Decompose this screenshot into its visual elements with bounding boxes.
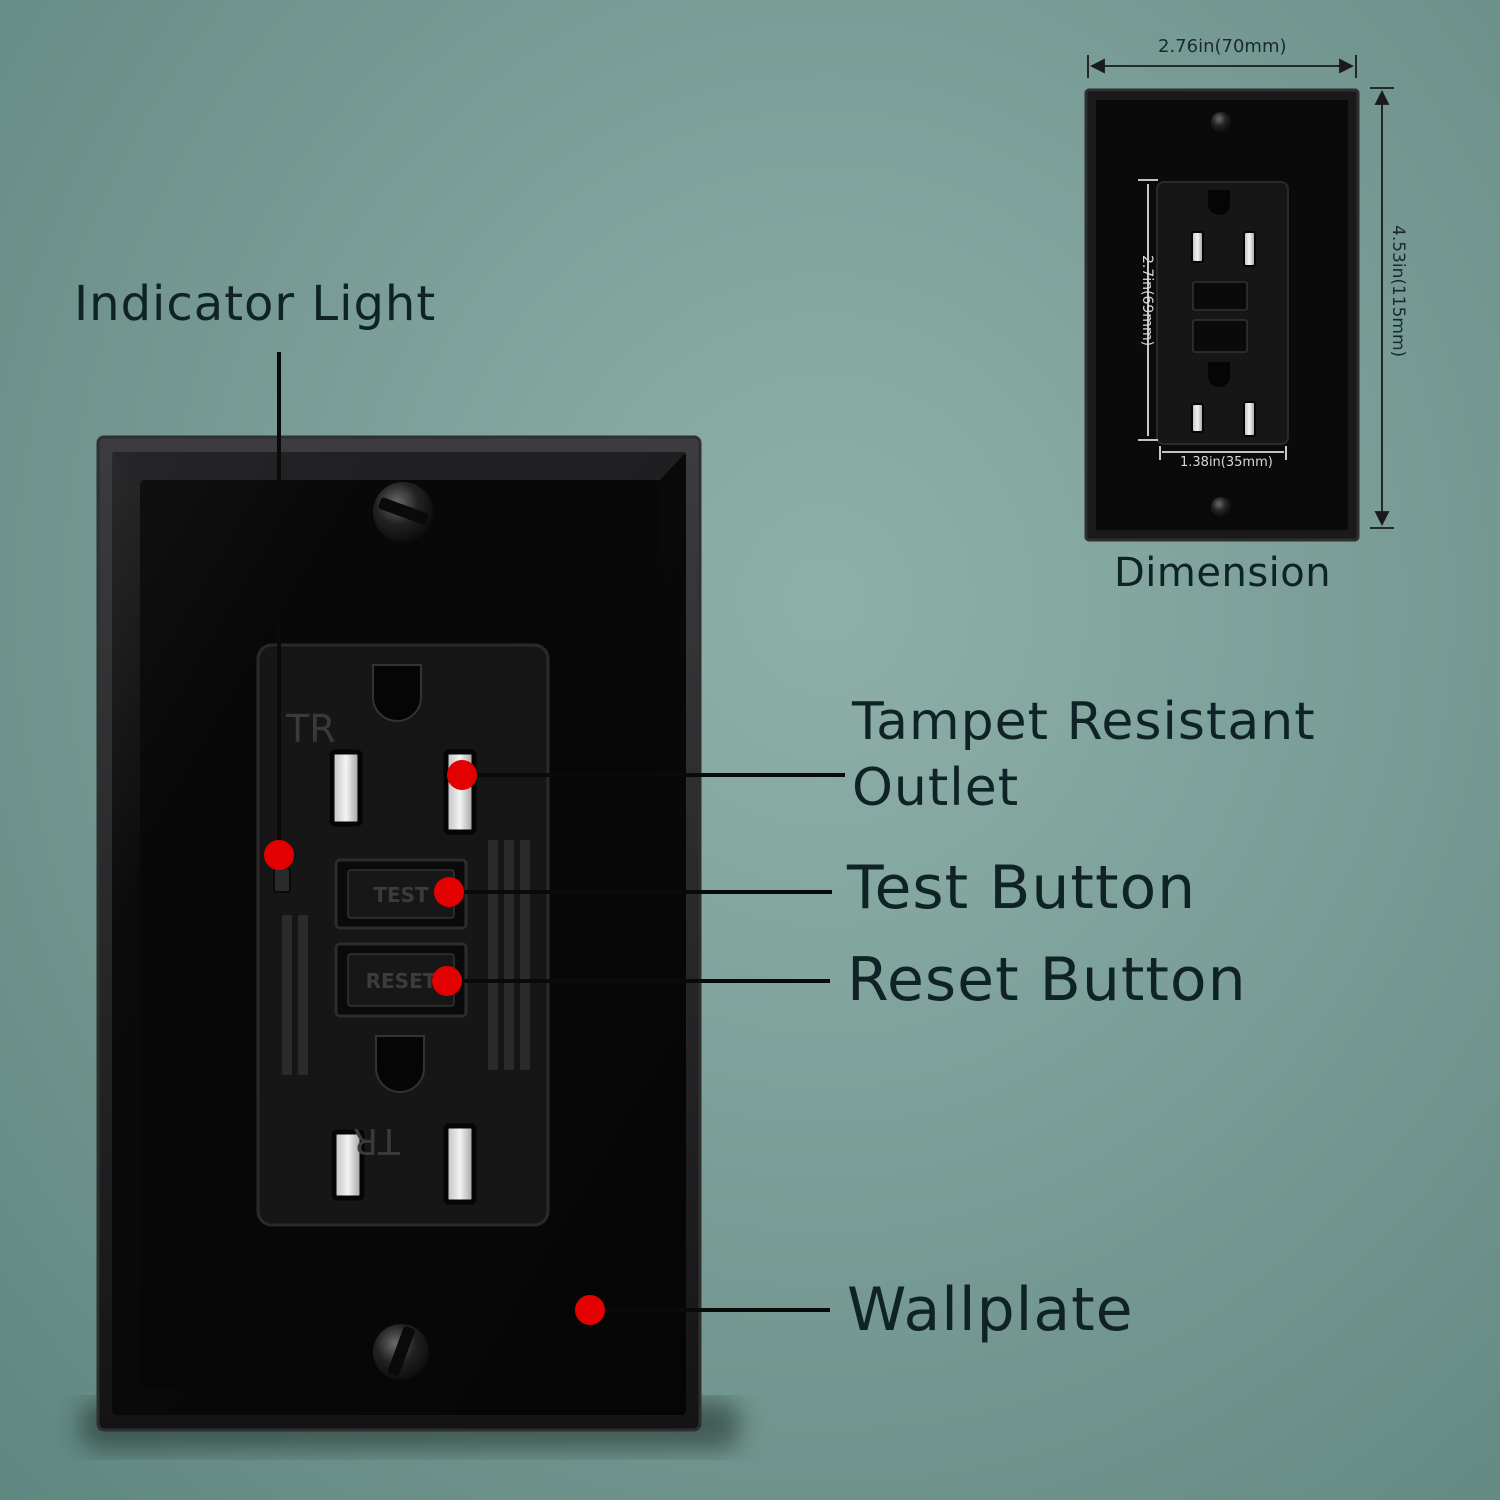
bottom-ground-hole: [375, 1035, 425, 1093]
reset-mark: RESET: [366, 969, 437, 993]
receptacle-height-dimension: 2.7in(69mm): [1139, 255, 1155, 347]
tr-mark-top: TR: [285, 707, 336, 751]
reset-marker: [432, 966, 462, 996]
tamper-marker: [447, 760, 477, 790]
inset-bottom-screw-icon: [1211, 497, 1231, 517]
plate-height-dimension: 4.53in(115mm): [1388, 225, 1408, 358]
tr-mark-bottom: TR: [353, 1120, 401, 1161]
inset-top-screw-icon: [1211, 112, 1231, 132]
dimension-inset: [1084, 88, 1360, 542]
top-screw-icon: [373, 482, 433, 542]
tamper-resistant-label-line1: Tampet Resistant: [852, 692, 1316, 752]
plate-width-dimension: 2.76in(70mm): [1158, 36, 1287, 57]
test-mark: TEST: [373, 883, 429, 907]
top-neutral-slot: [329, 749, 363, 827]
wallplate-label: Wallplate: [847, 1275, 1134, 1345]
bottom-neutral-slot: [331, 1129, 365, 1201]
dimension-caption: Dimension: [1114, 550, 1332, 596]
reset-button-label: Reset Button: [847, 945, 1247, 1015]
bottom-screw-icon: [373, 1324, 429, 1380]
inset-receptacle: [1156, 181, 1289, 445]
dimension-lines: [1087, 55, 1394, 529]
wallplate-marker: [575, 1295, 605, 1325]
gfci-receptacle: [256, 643, 550, 1227]
indicator-light-label: Indicator Light: [74, 276, 437, 332]
indicator-light: [273, 867, 291, 893]
top-ground-hole: [372, 664, 422, 722]
receptacle-width-dimension: 1.38in(35mm): [1180, 455, 1273, 470]
test-button-label: Test Button: [847, 853, 1197, 923]
indicator-marker: [264, 840, 294, 870]
side-markings: [282, 840, 530, 1075]
bottom-hot-slot: [443, 1123, 477, 1205]
test-marker: [434, 877, 464, 907]
tamper-resistant-label-line2: Outlet: [852, 758, 1020, 818]
leader-lines: [277, 352, 845, 1312]
